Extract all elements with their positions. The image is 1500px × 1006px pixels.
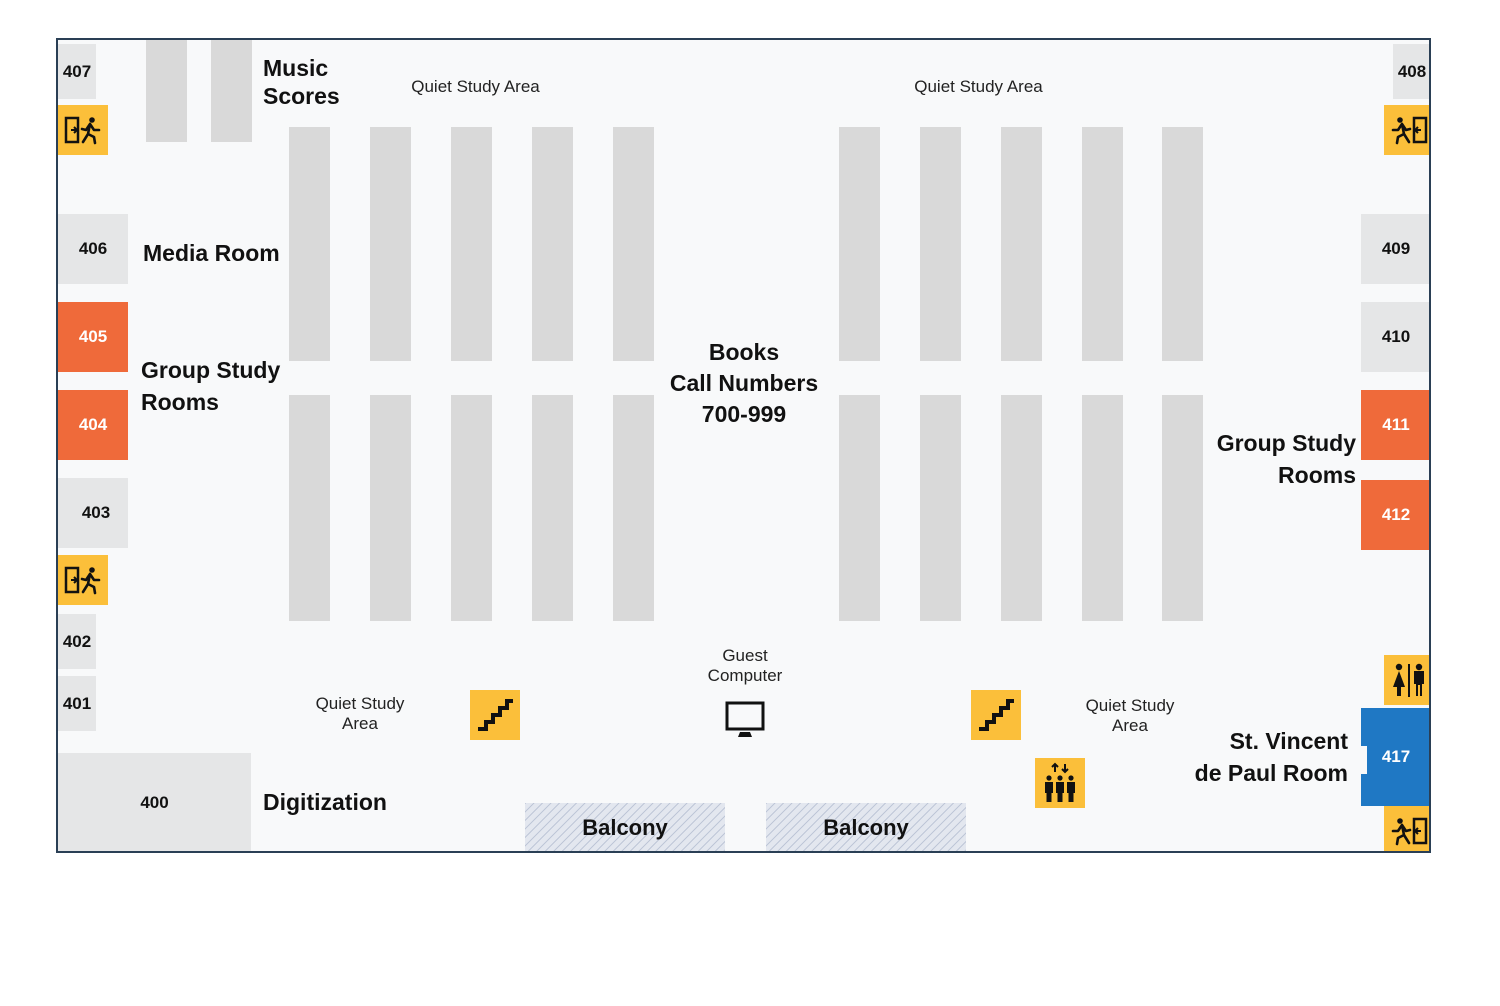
room-407[interactable]: 407 xyxy=(58,44,96,99)
book-shelf xyxy=(1001,127,1042,361)
book-shelf xyxy=(1001,395,1042,621)
stairs-icon xyxy=(971,690,1021,740)
exit-icon xyxy=(58,555,108,605)
exit-icon xyxy=(58,105,108,155)
quiet-study-area-top-left: Quiet Study Area xyxy=(411,77,540,96)
group-study-line: Rooms xyxy=(141,389,219,415)
group-study-line: Group Study xyxy=(1216,430,1356,456)
book-shelf xyxy=(839,395,880,621)
books-line: Books xyxy=(708,339,780,365)
quiet-study-area-bottom-left: Quiet Study Area xyxy=(300,694,420,734)
exit-icon xyxy=(1384,806,1429,851)
room-408[interactable]: 408 xyxy=(1393,44,1429,99)
exit-icon xyxy=(1384,105,1429,155)
room-400[interactable]: 400 xyxy=(58,753,251,851)
room-417[interactable]: 417 xyxy=(1361,708,1429,806)
music-shelf xyxy=(146,40,187,142)
books-call-numbers-label: Books Call Numbers 700-999 xyxy=(644,337,844,430)
digitization-label: Digitization xyxy=(263,789,387,815)
group-study-rooms-right-label: Group Study Rooms xyxy=(1196,427,1356,491)
book-shelf xyxy=(920,127,961,361)
room-417-notch xyxy=(1361,746,1367,774)
quiet-study-area-top-right: Quiet Study Area xyxy=(914,77,1043,96)
book-shelf xyxy=(920,395,961,621)
book-shelf xyxy=(1082,395,1123,621)
books-line: 700-999 xyxy=(701,401,787,427)
room-401[interactable]: 401 xyxy=(58,676,96,731)
book-shelf xyxy=(1162,127,1203,361)
room-402[interactable]: 402 xyxy=(58,614,96,669)
music-shelf xyxy=(211,40,252,142)
restroom-icon xyxy=(1384,655,1429,705)
book-shelf xyxy=(532,127,573,361)
st-vincent-line: St. Vincent xyxy=(1229,728,1348,754)
quiet-study-line: Quiet Study xyxy=(315,694,405,713)
quiet-study-line: Quiet Study xyxy=(1085,696,1175,715)
room-410[interactable]: 410 xyxy=(1361,302,1429,372)
stairs-icon xyxy=(470,690,520,740)
book-shelf xyxy=(532,395,573,621)
quiet-study-line: Area xyxy=(342,714,378,733)
media-room-label: Media Room xyxy=(143,240,280,266)
computer-icon[interactable] xyxy=(724,700,766,745)
group-study-rooms-left-label: Group Study Rooms xyxy=(141,354,280,418)
book-shelf xyxy=(613,127,654,361)
book-shelf xyxy=(839,127,880,361)
st-vincent-line: de Paul Room xyxy=(1194,760,1348,786)
book-shelf xyxy=(451,395,492,621)
book-shelf xyxy=(289,395,330,621)
music-scores-line: Scores xyxy=(263,83,340,109)
room-404[interactable]: 404 xyxy=(58,390,128,460)
balcony-left: Balcony xyxy=(525,803,725,851)
st-vincent-de-paul-room-label: St. Vincent de Paul Room xyxy=(1178,725,1348,789)
floor-map: 407 406 405 404 403 402 401 400 408 409 … xyxy=(56,38,1431,853)
guest-computer-label: Guest Computer xyxy=(685,646,805,686)
book-shelf xyxy=(370,127,411,361)
book-shelf xyxy=(1162,395,1203,621)
book-shelf xyxy=(370,395,411,621)
guest-computer-line: Guest xyxy=(722,646,768,665)
room-405[interactable]: 405 xyxy=(58,302,128,372)
guest-computer-line: Computer xyxy=(707,666,783,685)
quiet-study-area-bottom-right: Quiet Study Area xyxy=(1070,696,1190,736)
room-411[interactable]: 411 xyxy=(1361,390,1429,460)
book-shelf xyxy=(451,127,492,361)
books-line: Call Numbers xyxy=(669,370,819,396)
group-study-line: Rooms xyxy=(1278,462,1356,488)
room-412[interactable]: 412 xyxy=(1361,480,1429,550)
music-scores-line: Music xyxy=(263,55,329,81)
group-study-line: Group Study xyxy=(141,357,281,383)
room-403[interactable]: 403 xyxy=(58,478,128,548)
elevator-icon xyxy=(1035,758,1085,808)
quiet-study-line: Area xyxy=(1112,716,1148,735)
book-shelf xyxy=(289,127,330,361)
room-409[interactable]: 409 xyxy=(1361,214,1429,284)
book-shelf xyxy=(1082,127,1123,361)
room-406[interactable]: 406 xyxy=(58,214,128,284)
balcony-right: Balcony xyxy=(766,803,966,851)
book-shelf xyxy=(613,395,654,621)
music-scores-label: Music Scores xyxy=(263,54,340,110)
